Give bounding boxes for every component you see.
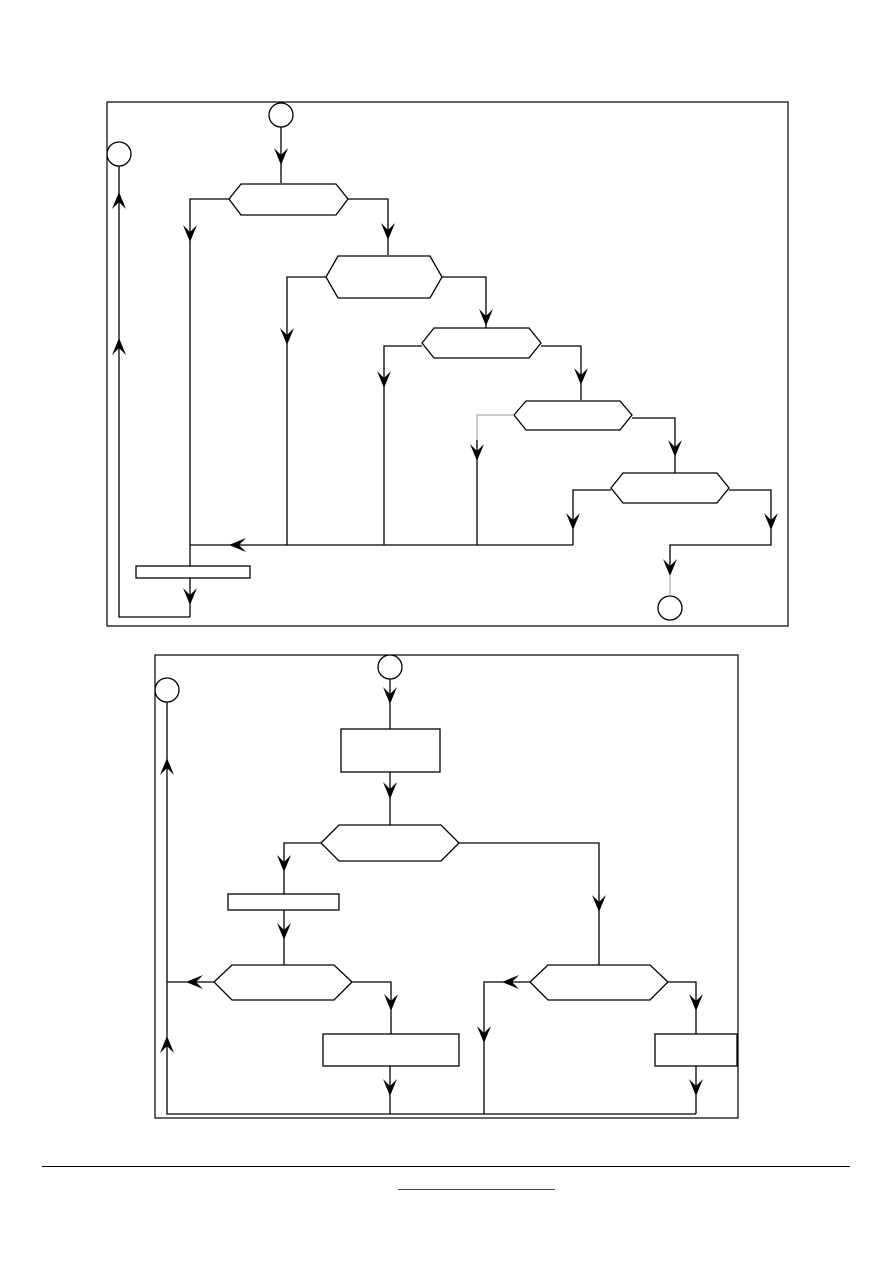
loop-back-line — [118, 166, 190, 618]
top-start-connector — [268, 102, 294, 128]
top-loop-connector — [106, 141, 132, 167]
decision-1-left-branch — [189, 198, 229, 545]
decision-4-right-branch — [632, 417, 676, 473]
right-decision-right-branch — [668, 981, 697, 1034]
decision-5 — [610, 472, 730, 504]
bottom-decision-right — [529, 964, 669, 1001]
decision-3 — [421, 327, 542, 359]
decision-2-right-branch — [442, 276, 487, 328]
decision-5-left-branch — [572, 489, 611, 545]
top-frame — [106, 101, 789, 627]
top-process-bar — [135, 565, 251, 579]
bottom-flowchart — [154, 654, 739, 1119]
bottom-decision-main — [320, 824, 460, 862]
decision-3-right-branch — [541, 345, 582, 400]
bottom-process-bar — [227, 893, 340, 911]
top-flowchart — [106, 101, 789, 627]
top-end-connector — [657, 595, 683, 621]
bottom-start-connector — [377, 654, 403, 680]
left-decision-right-branch — [352, 981, 392, 1034]
decision-1 — [228, 183, 349, 216]
main-right-branch — [459, 842, 600, 965]
right-decision-left-branch — [483, 981, 530, 1114]
bottom-process-2 — [322, 1033, 460, 1067]
decision-3-left-branch — [383, 345, 422, 545]
decision-1-right-branch — [348, 198, 389, 255]
bottom-frame — [154, 654, 739, 1119]
footer-divider — [42, 1166, 850, 1167]
bottom-process-3 — [654, 1033, 738, 1067]
main-left-branch — [283, 842, 321, 894]
bottom-decision-left — [213, 964, 353, 1001]
decision-4-left-branch — [476, 414, 514, 440]
decision-2 — [325, 255, 443, 299]
decision-5-right-branch — [669, 489, 772, 572]
return-line — [166, 702, 696, 1115]
footer-link[interactable] — [398, 1175, 555, 1190]
decision-2-left-branch — [286, 276, 326, 545]
bottom-process-1 — [340, 728, 441, 773]
bottom-loop-connector — [154, 677, 180, 703]
decision-4 — [513, 400, 633, 431]
